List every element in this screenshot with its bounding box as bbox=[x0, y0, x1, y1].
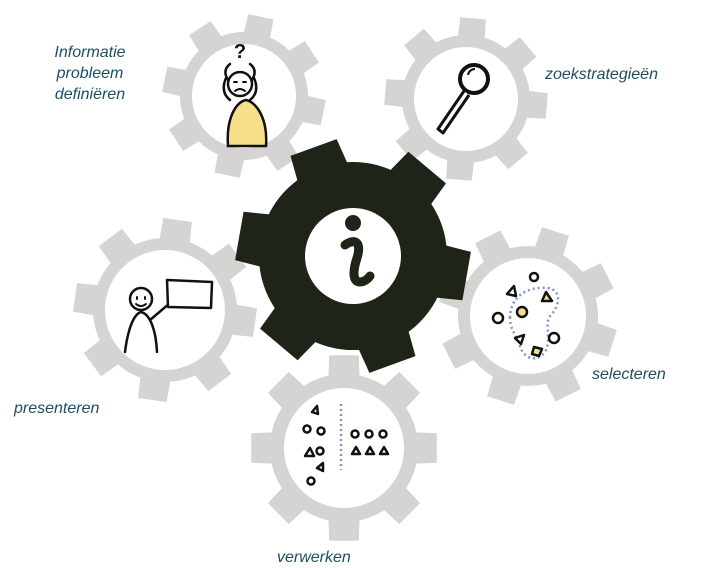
label-present: presenteren bbox=[14, 400, 100, 417]
label-define-line-3: definiëren bbox=[54, 86, 126, 103]
info-icon bbox=[340, 215, 375, 287]
gear-present bbox=[73, 218, 257, 402]
gear-present-hole bbox=[105, 250, 225, 370]
gear-select bbox=[439, 227, 617, 405]
presenter-icon bbox=[123, 278, 214, 354]
confused-person-icon: ? bbox=[222, 41, 268, 148]
magnifier-icon bbox=[436, 63, 490, 135]
label-define: Informatie probleem definiëren bbox=[32, 42, 148, 105]
label-define-line-1: Informatie bbox=[54, 44, 126, 61]
gear-select-hole bbox=[470, 258, 586, 374]
gear-process bbox=[251, 355, 437, 541]
label-search: zoekstrategieën bbox=[545, 66, 658, 83]
sorting-icon bbox=[302, 404, 390, 486]
label-select: selecteren bbox=[592, 366, 666, 383]
label-define-line-2: probleem bbox=[56, 65, 124, 82]
label-process: verwerken bbox=[277, 549, 351, 566]
question-mark-glyph: ? bbox=[234, 41, 246, 63]
selection-cluster-icon bbox=[491, 271, 561, 360]
